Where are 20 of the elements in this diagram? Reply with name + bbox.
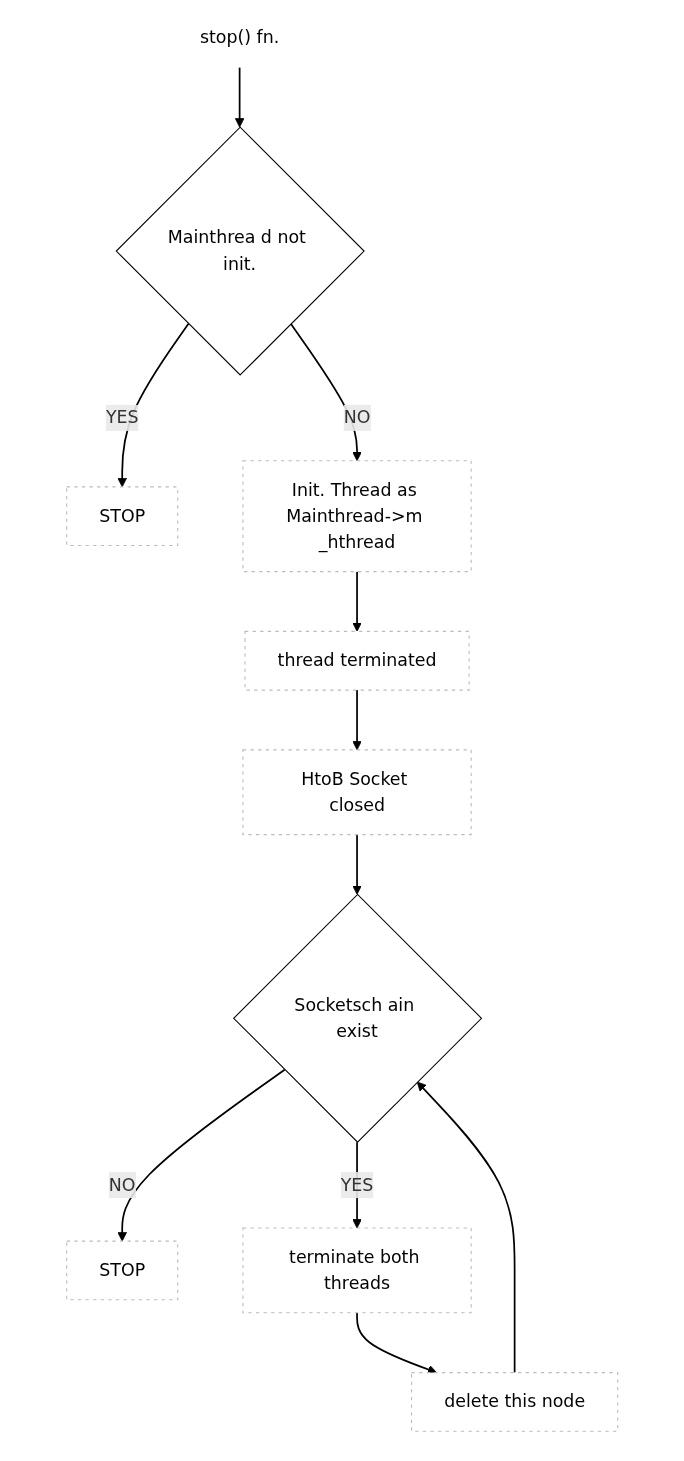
node-box: HtoB Socket closed — [242, 749, 472, 836]
arrow — [117, 1068, 286, 1242]
edge-label: YES — [340, 1174, 374, 1195]
node-text: stop() fn. — [199, 27, 280, 48]
arrow — [416, 1081, 516, 1374]
node-box: terminate both threads — [242, 1227, 472, 1314]
arrow — [234, 66, 245, 128]
arrow — [352, 689, 362, 751]
node-box: STOP — [65, 1240, 179, 1301]
node-diamond: Socketsch ain exist — [232, 893, 483, 1143]
node-box: Init. Thread as Mainthread->m _hthread — [242, 460, 472, 573]
edge-label: NO — [108, 1174, 136, 1195]
node-box: STOP — [65, 486, 179, 547]
edge-label: NO — [343, 406, 371, 428]
node-diamond: Mainthrea d not init. — [115, 126, 365, 376]
arrow — [352, 833, 362, 895]
node-box: thread terminated — [244, 630, 470, 691]
node-box: delete this node — [410, 1372, 619, 1432]
edge-label: YES — [105, 406, 139, 428]
arrow — [352, 570, 362, 632]
